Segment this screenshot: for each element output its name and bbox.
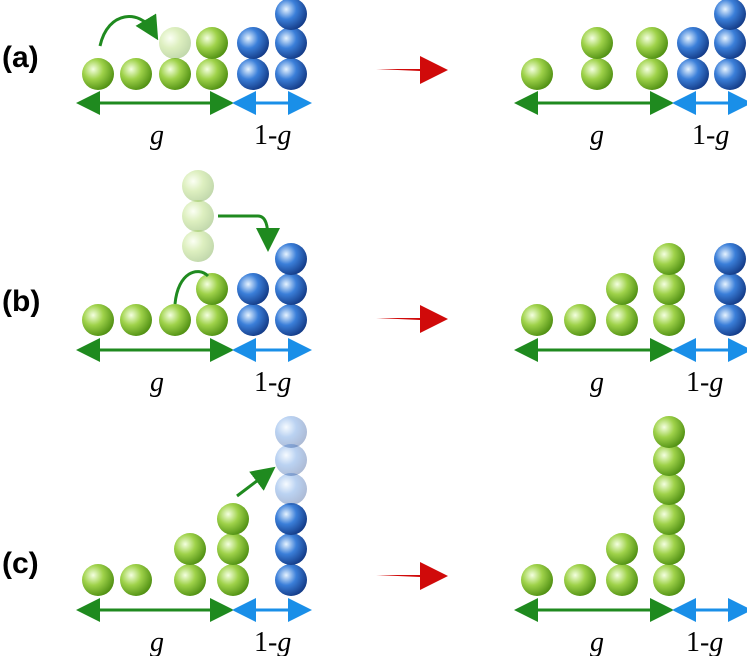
- green-ball: [653, 416, 685, 448]
- panel-b: (b) g 1-g: [2, 170, 747, 398]
- g-label: g: [590, 367, 604, 398]
- green-ball: [653, 473, 685, 505]
- green-ball: [82, 304, 114, 336]
- green-ball: [120, 304, 152, 336]
- blue-ball: [714, 58, 746, 90]
- green-ball: [606, 273, 638, 305]
- one-minus-g-label: 1-g: [692, 120, 729, 151]
- move-arrow-icon: [98, 13, 159, 47]
- green-ball: [636, 58, 668, 90]
- panel-b-before: g 1-g: [76, 170, 312, 398]
- green-ball: [606, 304, 638, 336]
- green-ball: [581, 58, 613, 90]
- green-ball: [217, 564, 249, 596]
- green-ball: [521, 304, 553, 336]
- green-ball: [196, 304, 228, 336]
- blue-ball: [677, 27, 709, 59]
- green-ball: [521, 58, 553, 90]
- blue-ball: [714, 273, 746, 305]
- ghost-green-ball: [182, 230, 214, 262]
- blue-ball: [275, 27, 307, 59]
- blue-ball: [714, 243, 746, 275]
- green-ball: [581, 27, 613, 59]
- green-ball: [196, 58, 228, 90]
- ghost-green-ball: [182, 170, 214, 202]
- panel-a-after: g 1-g: [514, 0, 747, 151]
- panel-a: (a) g 1-g: [2, 0, 747, 151]
- green-ball: [653, 444, 685, 476]
- green-ball: [606, 533, 638, 565]
- blue-ball: [714, 0, 746, 30]
- panel-c-before: g 1-g: [76, 416, 312, 656]
- green-ball: [196, 273, 228, 305]
- blue-ball: [714, 304, 746, 336]
- green-ball: [521, 564, 553, 596]
- transition-arrow-icon: [376, 56, 448, 84]
- green-ball: [606, 564, 638, 596]
- green-ball: [564, 564, 596, 596]
- panel-label-a: (a): [2, 41, 39, 74]
- blue-ball: [275, 58, 307, 90]
- blue-ball: [275, 564, 307, 596]
- panel-c-after: g 1-g: [514, 416, 747, 656]
- green-ball: [82, 58, 114, 90]
- green-ball: [120, 564, 152, 596]
- ghost-blue-ball: [275, 444, 307, 476]
- g-label: g: [590, 627, 604, 656]
- green-ball: [159, 304, 191, 336]
- transition-arrow-icon: [376, 305, 448, 333]
- green-ball: [174, 533, 206, 565]
- blue-ball: [275, 503, 307, 535]
- panel-label-b: (b): [2, 285, 40, 318]
- panel-label-c: (c): [2, 547, 39, 580]
- green-ball: [653, 564, 685, 596]
- g-label: g: [150, 627, 164, 656]
- blue-ball: [237, 27, 269, 59]
- blue-ball: [714, 27, 746, 59]
- one-minus-g-label: 1-g: [254, 120, 291, 151]
- green-ball: [653, 243, 685, 275]
- green-ball: [174, 564, 206, 596]
- green-ball: [159, 58, 191, 90]
- green-ball: [653, 503, 685, 535]
- one-minus-g-label: 1-g: [686, 367, 723, 398]
- move-arrow-icon: [236, 466, 276, 498]
- blue-ball: [237, 273, 269, 305]
- g-label: g: [590, 120, 604, 151]
- transition-arrow-icon: [376, 562, 448, 590]
- ghost-green-ball: [159, 27, 191, 59]
- green-ball: [564, 304, 596, 336]
- panel-b-after: g 1-g: [514, 243, 747, 398]
- blue-ball: [237, 58, 269, 90]
- blue-ball: [275, 304, 307, 336]
- ghost-blue-ball: [275, 416, 307, 448]
- green-ball: [653, 533, 685, 565]
- blue-ball: [237, 304, 269, 336]
- blue-ball: [275, 243, 307, 275]
- link-curve-icon: [173, 270, 210, 305]
- green-ball: [217, 533, 249, 565]
- g-label: g: [150, 367, 164, 398]
- blue-ball: [275, 0, 307, 30]
- g-label: g: [150, 120, 164, 151]
- one-minus-g-label: 1-g: [254, 367, 291, 398]
- green-ball: [82, 564, 114, 596]
- blue-ball: [677, 58, 709, 90]
- ghost-green-ball: [182, 200, 214, 232]
- panel-c: (c) g 1-g: [2, 416, 747, 656]
- blue-ball: [275, 533, 307, 565]
- green-ball: [636, 27, 668, 59]
- panel-a-before: g 1-g: [76, 0, 312, 151]
- green-ball: [120, 58, 152, 90]
- move-arrow-icon: [218, 214, 280, 252]
- green-ball: [653, 273, 685, 305]
- ghost-blue-ball: [275, 473, 307, 505]
- green-ball: [196, 27, 228, 59]
- blue-ball: [275, 273, 307, 305]
- green-ball: [653, 304, 685, 336]
- one-minus-g-label: 1-g: [686, 627, 723, 656]
- green-ball: [217, 503, 249, 535]
- one-minus-g-label: 1-g: [254, 627, 291, 656]
